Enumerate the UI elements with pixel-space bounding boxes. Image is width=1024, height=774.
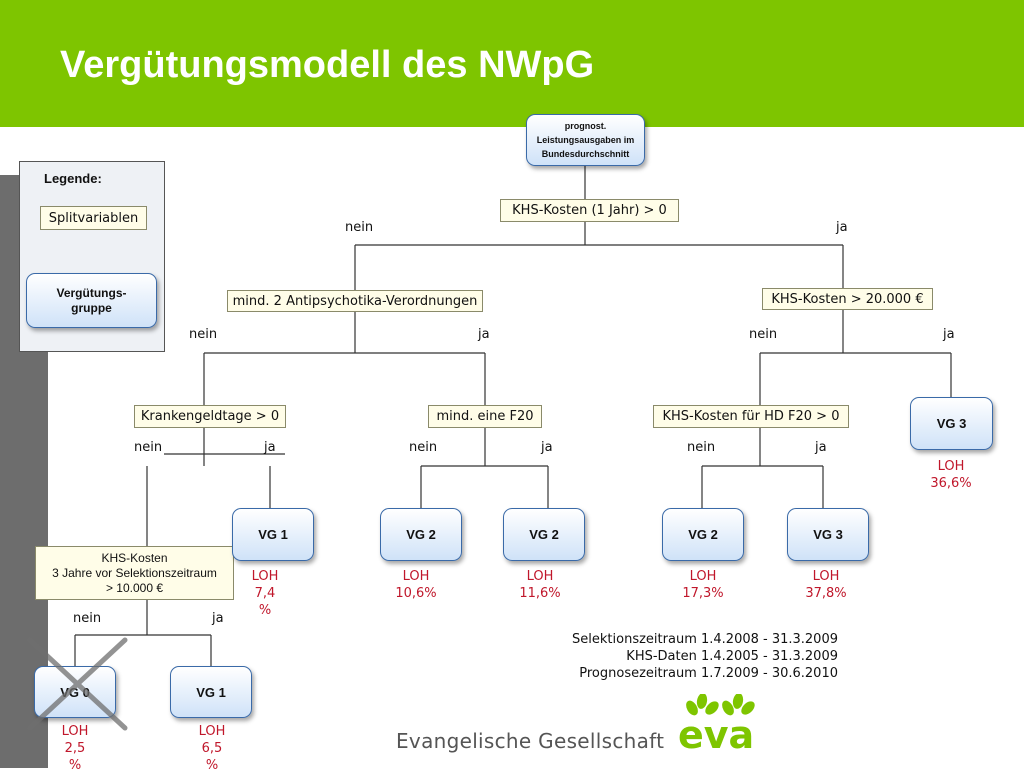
logo-leaf <box>686 700 698 716</box>
legend-group-line1: Vergütungs- <box>56 285 127 300</box>
loh-label: LOH <box>689 569 717 584</box>
period-info: Selektionszeitraum 1.4.2008 - 31.3.2009 … <box>572 631 838 682</box>
loh-vg0: LOH 2,5 % <box>50 723 100 774</box>
root-line3: Bundesdurchschnitt <box>541 149 630 159</box>
loh-vg3-b: LOH 37,8% <box>796 568 856 602</box>
root-line1: prognost. <box>564 121 607 131</box>
node-vg2: VG 2 <box>662 508 744 561</box>
split-khs-20000: KHS-Kosten > 20.000 € <box>762 288 933 310</box>
split-f20: mind. eine F20 <box>428 405 542 428</box>
edge-label-nein: nein <box>345 220 374 235</box>
logo-leaf <box>705 701 719 715</box>
loh-value-unit: % <box>68 758 82 773</box>
loh-value: 10,6% <box>395 586 437 601</box>
edge-label-ja: ja <box>212 611 224 626</box>
loh-value: 11,6% <box>519 586 561 601</box>
logo-leaf <box>722 700 734 716</box>
info-khs-daten: KHS-Daten 1.4.2005 - 31.3.2009 <box>626 649 838 664</box>
slide-title: Vergütungsmodell des NWpG <box>60 44 595 86</box>
loh-vg3-top: LOH 36,6% <box>921 458 981 492</box>
root-line2: Leistungsausgaben im <box>536 135 635 145</box>
node-vg3: VG 3 <box>787 508 869 561</box>
split-khs-1jahr: KHS-Kosten (1 Jahr) > 0 <box>500 199 679 222</box>
org-name: Evangelische Gesellschaft <box>396 729 665 753</box>
logo-leaf <box>741 701 755 715</box>
node-vg1: VG 1 <box>232 508 314 561</box>
legend-split-variable: Splitvariablen <box>40 206 147 230</box>
logo-leaf <box>732 694 744 709</box>
loh-vg1-a: LOH 7,4 % <box>240 568 290 619</box>
edge-label-ja: ja <box>815 440 827 455</box>
node-vg2: VG 2 <box>503 508 585 561</box>
edge-label-nein: nein <box>409 440 438 455</box>
loh-value-unit: % <box>205 758 219 773</box>
loh-value: 36,6% <box>930 476 972 491</box>
legend-title: Legende: <box>44 171 102 186</box>
split-khs3-line3: > 10.000 € <box>105 580 164 595</box>
edge-label-nein: nein <box>189 327 218 342</box>
loh-label: LOH <box>251 569 279 584</box>
edge-label-ja: ja <box>264 440 276 455</box>
edge-label-ja: ja <box>478 327 490 342</box>
info-prognosezeitraum: Prognosezeitraum 1.7.2009 - 30.6.2010 <box>579 666 838 681</box>
loh-value: 2,5 <box>64 741 86 756</box>
split-khs-3jahre: KHS-Kosten 3 Jahre vor Selektionszeitrau… <box>35 546 234 600</box>
loh-vg2-c: LOH 17,3% <box>673 568 733 602</box>
split-khs3-line2: 3 Jahre vor Selektionszeitraum <box>52 565 217 580</box>
loh-value: 17,3% <box>682 586 724 601</box>
node-vg1: VG 1 <box>170 666 252 718</box>
loh-label: LOH <box>198 724 226 739</box>
split-krankengeldtage: Krankengeldtage > 0 <box>134 405 286 428</box>
loh-label: LOH <box>526 569 554 584</box>
node-vg3-top: VG 3 <box>910 397 993 450</box>
loh-value-unit: % <box>258 603 272 618</box>
legend-verguetungsgruppe: Vergütungs- gruppe <box>26 273 157 328</box>
loh-vg2-a: LOH 10,6% <box>386 568 446 602</box>
logo-leaf <box>696 694 708 709</box>
loh-value: 37,8% <box>805 586 847 601</box>
node-vg0: VG 0 <box>34 666 116 718</box>
loh-vg2-b: LOH 11,6% <box>510 568 570 602</box>
split-khs3-line1: KHS-Kosten <box>101 550 168 565</box>
legend-group-line2: gruppe <box>71 300 112 315</box>
header-bar <box>0 0 1024 127</box>
edge-label-nein: nein <box>687 440 716 455</box>
edge-label-ja: ja <box>836 220 848 235</box>
eva-logo-text: eva <box>678 713 754 752</box>
loh-label: LOH <box>61 724 89 739</box>
loh-label: LOH <box>402 569 430 584</box>
edge-label-ja: ja <box>541 440 553 455</box>
root-node: prognost. Leistungsausgaben im Bundesdur… <box>526 114 645 166</box>
loh-label: LOH <box>812 569 840 584</box>
node-vg2: VG 2 <box>380 508 462 561</box>
info-selektionszeitraum: Selektionszeitraum 1.4.2008 - 31.3.2009 <box>572 632 838 647</box>
edge-label-nein: nein <box>134 440 163 455</box>
loh-label: LOH <box>937 459 965 474</box>
loh-vg1-b: LOH 6,5 % <box>187 723 237 774</box>
split-antipsychotika: mind. 2 Antipsychotika-Verordnungen <box>227 290 483 312</box>
edge-label-ja: ja <box>943 327 955 342</box>
eva-logo: eva <box>678 694 755 752</box>
edge-label-nein: nein <box>73 611 102 626</box>
loh-value: 7,4 <box>254 586 276 601</box>
edge-label-nein: nein <box>749 327 778 342</box>
loh-value: 6,5 <box>201 741 223 756</box>
split-khs-hd-f20: KHS-Kosten für HD F20 > 0 <box>653 405 849 428</box>
